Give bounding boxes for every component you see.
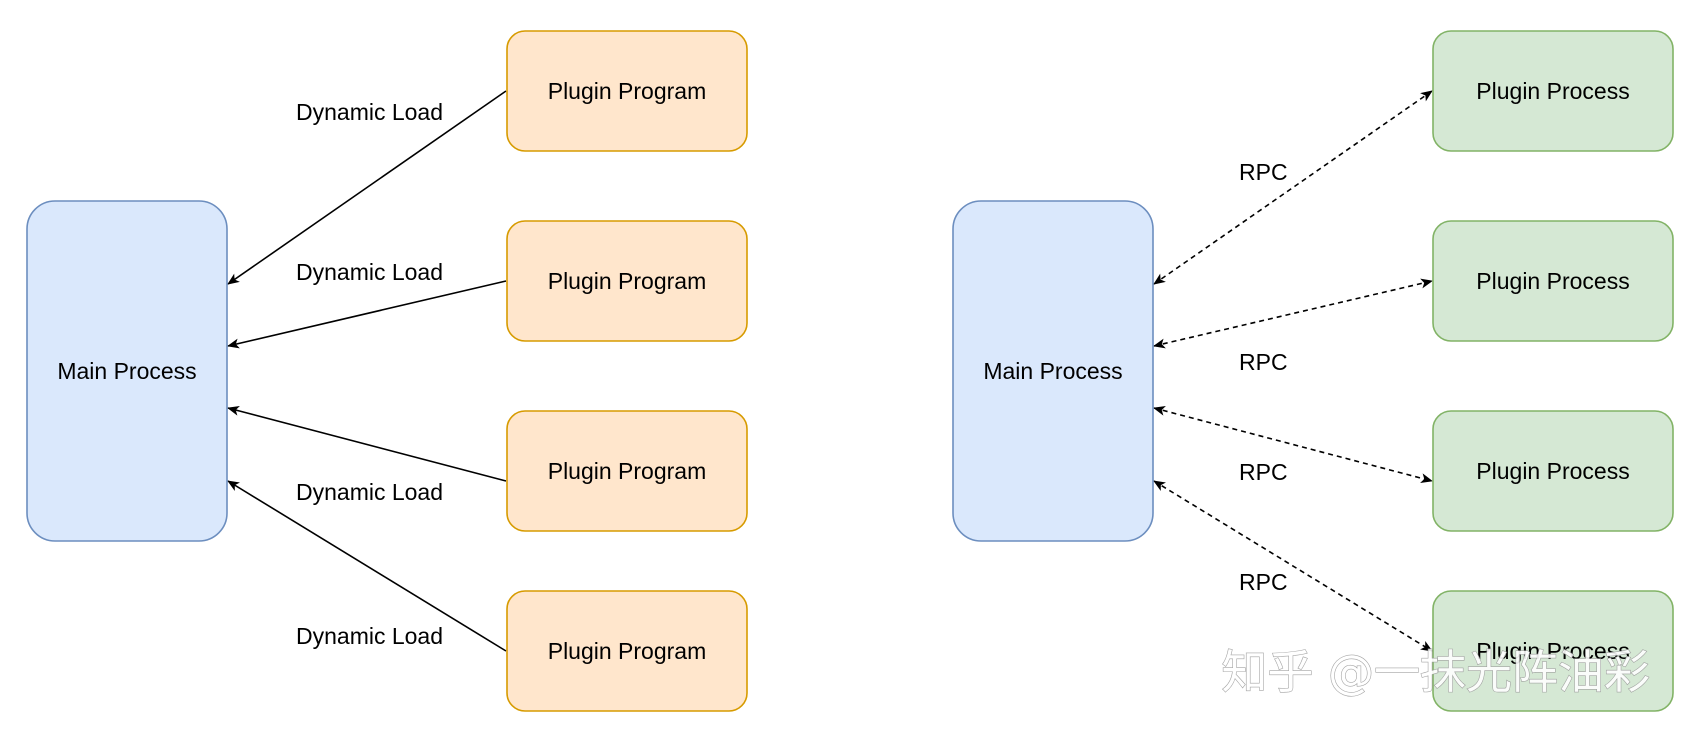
watermark: 知乎 @一抹光阵油彩 [1221, 645, 1650, 699]
rpc-arrow-1 [1153, 90, 1433, 285]
node-label: Plugin Program [548, 458, 707, 484]
dynamic-load-arrow-4 [227, 480, 507, 652]
plugin-program-node: Plugin Program [506, 220, 748, 342]
edge-label: Dynamic Load [296, 623, 443, 649]
rpc-arrow-2 [1153, 278, 1433, 349]
rpc-arrow-4 [1153, 480, 1433, 652]
plugin-process-node: Plugin Process [1432, 590, 1674, 712]
plugin-program-node: Plugin Program [506, 590, 748, 712]
node-label: Main Process [57, 358, 196, 384]
node-label: Plugin Process [1476, 268, 1629, 294]
node-label: Plugin Process [1476, 458, 1629, 484]
edge-label: Dynamic Load [296, 99, 443, 125]
node-label: Plugin Process [1476, 638, 1629, 664]
edge-label: RPC [1239, 459, 1288, 485]
left-diagram: Dynamic Load Dynamic Load Dynamic Load D… [26, 30, 748, 712]
plugin-process-node: Plugin Process [1432, 30, 1674, 152]
node-label: Plugin Program [548, 78, 707, 104]
node-label: Plugin Program [548, 268, 707, 294]
main-process-node: Main Process [26, 200, 228, 542]
right-diagram: RPC RPC RPC RPC Main Process Plugin Proc… [952, 30, 1674, 712]
edge-label: Dynamic Load [296, 479, 443, 505]
node-label: Main Process [983, 358, 1122, 384]
plugin-program-node: Plugin Program [506, 410, 748, 532]
dynamic-load-arrow-1 [227, 90, 507, 285]
edge-label: RPC [1239, 569, 1288, 595]
edge-label: RPC [1239, 159, 1288, 185]
rpc-arrow-3 [1153, 405, 1433, 484]
node-label: Plugin Program [548, 638, 707, 664]
main-process-node: Main Process [952, 200, 1154, 542]
edge-label: Dynamic Load [296, 259, 443, 285]
plugin-process-node: Plugin Process [1432, 410, 1674, 532]
edge-label: RPC [1239, 349, 1288, 375]
plugin-program-node: Plugin Program [506, 30, 748, 152]
node-label: Plugin Process [1476, 78, 1629, 104]
dynamic-load-arrow-3 [227, 405, 507, 482]
dynamic-load-arrow-2 [227, 280, 507, 349]
plugin-process-node: Plugin Process [1432, 220, 1674, 342]
